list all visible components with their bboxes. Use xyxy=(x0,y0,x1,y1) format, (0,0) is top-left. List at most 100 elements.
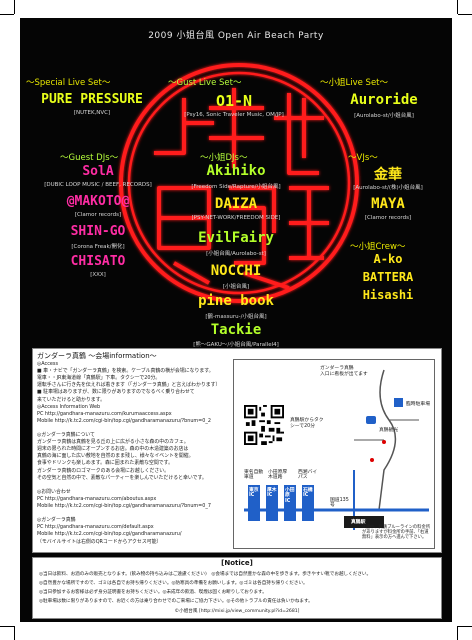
venue-info-line: 週末の限られた時間にオープンするお店。森の中の木造建築のお店は xyxy=(37,446,189,453)
venue-info-line: ◎Access xyxy=(37,361,59,367)
venue-info-box: ガンダーラ真鶴 〜会場information〜 ◎Access■ 車・ナビで「ガ… xyxy=(32,348,442,553)
crop-mark xyxy=(14,0,15,14)
map-ic-label-1: 東名自動車道 xyxy=(244,470,264,481)
artist-shingo-label: [Corona Freak/開化] xyxy=(71,244,125,250)
event-title: 2009 小姐台風 Open Air Beach Party xyxy=(148,31,324,41)
map-route-label: 国道135号 xyxy=(330,498,349,509)
map-ic-atsugi: 厚木IC xyxy=(267,488,277,499)
artist-sola: SolA xyxy=(82,164,114,179)
crop-mark xyxy=(458,14,472,15)
artist-nocchi-label: [小姐台風] xyxy=(222,284,250,290)
access-map: ガンダーラ真鶴 入口に看板が出てます 臨時駐車場 真鶴観光 真鶴駅からタクシーで… xyxy=(233,359,435,549)
map-ic-tokyo: 東京IC xyxy=(249,488,259,499)
map-note-label: 真鶴駅からタクシーで20分 xyxy=(290,418,324,429)
map-shop-label: 真鶴観光 xyxy=(379,428,399,433)
artist-pinebook: pine book xyxy=(198,293,274,309)
artist-akihiko-label: [Freedom Side/Rapture/小姐台風] xyxy=(191,184,281,190)
notice-box: [Notice] ◎当日は飲料、お酒のみの販売となります。(飲み物の持ち込みはご… xyxy=(32,557,442,619)
header-crew: 〜小姐Crew〜 xyxy=(350,242,406,252)
artist-chisato: CHISATO xyxy=(70,254,126,269)
artist-auroride-label: [Aurolabo-st/小姐台風] xyxy=(354,113,414,119)
venue-info-line[interactable]: Mobile http://k.tc2.com/cgi-bin/top.cgi/… xyxy=(37,503,211,509)
crop-mark xyxy=(0,626,14,627)
venue-info-line: 運転手さんに行き先を伝えれば着きます（「ガンダーラ真鶴」と言えばわかります） xyxy=(37,382,221,389)
artist-maya: MAYA xyxy=(371,196,405,212)
map-ic-ishibashi: 石橋IC xyxy=(303,488,313,499)
artist-kinpou: 金華 xyxy=(374,167,402,183)
artist-auroride: Auroride xyxy=(350,92,418,108)
artist-chisato-label: [XXX] xyxy=(90,272,106,278)
venue-info-line: ◎ガンダーラ真鶴 xyxy=(37,517,76,524)
notice-line: ◎当日は飲料、お酒のみの販売となります。(飲み物の持ち込みはご遠慮ください) ◎… xyxy=(39,572,372,577)
venue-info-line: ◎お問い合わせ xyxy=(37,488,71,495)
header-gust-live: 〜Gust Live Set〜 xyxy=(168,78,242,88)
artist-pinebook-label: [鶴-massuru-/小姐台風] xyxy=(205,314,267,320)
venue-info-line: その空気と自然の中で、素敵なパーティーを楽しんでいただけると幸いです。 xyxy=(37,474,207,481)
map-footnote: ※途中、真鶴ブルーラインの料金所がありますが料金所の手前、「右道無料」表示の方へ… xyxy=(362,525,431,540)
header-guest-djs: 〜Guest DJs〜 xyxy=(60,153,119,163)
map-ic-label-2: 小田原厚木道路 xyxy=(268,470,288,481)
crop-mark xyxy=(458,626,472,627)
venue-info-line: ガンダーラ真鶴のロゴマークのある会場にお越しください。 xyxy=(37,467,170,474)
artist-makoto: @MAKOTO@ xyxy=(66,194,130,209)
artist-kinpou-label: [Aurolabo-st/(株)小姐台風] xyxy=(353,185,423,191)
crew-hisashi: Hisashi xyxy=(362,288,414,302)
notice-line: ◎当日参加するお客様は必ず身分証明書をお持ちください。◎未成年の飲酒、喫煙は固く… xyxy=(39,590,267,595)
venue-info-line[interactable]: Mobile http://k.tc2.com/cgi-bin/top.cgi/… xyxy=(37,531,182,538)
notice-line: ◎駐車場は数に限りがありますので、お近くの方は乗り合わせでのご来場にご協力下さい… xyxy=(39,599,313,604)
artist-tackie-label: [熊〜GAKU〜/小姐台風/Parallel4] xyxy=(193,342,279,348)
artist-pure-pressure: PURE PRESSURE xyxy=(41,92,143,107)
artist-pure-pressure-label: [NUTEK,NVC] xyxy=(73,110,111,116)
artist-evilfairy-label: [小姐台風/Aurolabo-st] xyxy=(206,251,266,257)
flyer: 2009 小姐台風 Open Air Beach Party 〜Special … xyxy=(20,18,452,622)
venue-info-line[interactable]: PC http://gandhara-manazuru.com/aboutus.… xyxy=(37,495,157,502)
header-koane-djs: 〜小姐DJs〜 xyxy=(200,153,248,163)
notice-line: ◎自然豊かな場所ですので、ゴミは各自でお持ち帰りください。◎防寒具の準備をお願い… xyxy=(39,581,308,586)
crop-mark xyxy=(14,626,15,640)
crew-battera: BATTERA xyxy=(362,270,414,284)
artist-evilfairy: EvilFairy xyxy=(198,230,274,246)
artist-tackie: Tackie xyxy=(210,322,262,338)
venue-info-line[interactable]: PC http://gandhara-manazuru.com/default.… xyxy=(37,524,154,531)
venue-info-line: 食事やドリンクも楽しめます。森に囲まれた素敵な空間です。 xyxy=(37,460,173,467)
venue-info-line: ◎Access Information Web xyxy=(37,403,101,410)
crew-ako: A-ko xyxy=(373,252,403,266)
header-vjs: 〜VJs〜 xyxy=(348,153,378,163)
venue-info-line[interactable]: Mobile http://k.tc2.com/cgi-bin/top.cgi/… xyxy=(37,417,211,424)
venue-info-line: ■ 駐車場はありますが、数に限りがありますのでなるべく乗り合わせて xyxy=(37,389,195,396)
crop-mark xyxy=(457,0,458,14)
map-ic-label-3: 西湘バイパス xyxy=(298,470,318,481)
venue-info-line[interactable]: PC http://gandhara-manazuru.com/kurumaac… xyxy=(37,410,172,417)
venue-info-line: ガンダーラ真鶴は真鶴を見る丘の上に広がる小さな森の中のカフェ。 xyxy=(37,439,189,446)
artist-shingo: SHIN-GO xyxy=(70,224,126,239)
artist-daiza: DAIZA xyxy=(214,196,258,212)
crop-mark xyxy=(0,14,14,15)
header-koane-live: 〜小姐Live Set〜 xyxy=(320,78,389,88)
artist-daiza-label: [PSY-NET-WORK/FREEDOM SIDE] xyxy=(191,215,281,221)
venue-info-line: 真鶴の海に面した広い敷地を自然のまま残し、様々なイベントを開催。 xyxy=(37,453,194,460)
venue-info-line: 電車・・JR東海道線「真鶴駅」下車。タクシーで20分。 xyxy=(37,375,161,382)
crop-mark xyxy=(457,626,458,640)
venue-info-title: ガンダーラ真鶴 〜会場information〜 xyxy=(37,352,157,360)
venue-info-line: ◎ガンダーラ真鶴について xyxy=(37,432,95,438)
map-ic-odawara: 小田原IC xyxy=(285,488,295,504)
seal-logo xyxy=(119,63,359,303)
venue-info-line: 来ていただけると助かります。 xyxy=(37,396,105,403)
qr-code[interactable] xyxy=(244,405,284,445)
notice-footer: ©小姐台風 [http://mixi.jp/view_community.pl?… xyxy=(174,609,300,614)
artist-makoto-label: [Clamor records] xyxy=(74,212,122,218)
artist-sola-label: [DUBIC LOOP MUSIC / BEEF, RECORDS] xyxy=(44,182,152,188)
artist-maya-label: [Clamor records] xyxy=(364,215,412,221)
artist-o1n-label: [Psy16, Sonic Traveler Music, OM/JP] xyxy=(184,112,284,118)
map-entrance-label: ガンダーラ真鶴 入口に看板が出てます xyxy=(320,366,368,377)
artist-o1n: O1-N xyxy=(215,92,253,110)
notice-title: [Notice] xyxy=(221,559,253,567)
venue-info-line: ■ 車・ナビで「ガンダーラ真鶴」を検索。ケーブル真鶴の横が会場になります。 xyxy=(37,368,214,375)
artist-nocchi: NOCCHI xyxy=(210,263,262,279)
map-drawing xyxy=(244,369,429,530)
map-parking-label: 臨時駐車場 xyxy=(406,402,430,407)
map-station-label: 真鶴駅 xyxy=(351,520,366,525)
artist-akihiko: Akihiko xyxy=(206,163,266,179)
venue-info-line: （モバイルサイトは右側のQRコードからアクセス可能） xyxy=(37,538,162,545)
header-special-live: 〜Special Live Set〜 xyxy=(26,78,111,88)
